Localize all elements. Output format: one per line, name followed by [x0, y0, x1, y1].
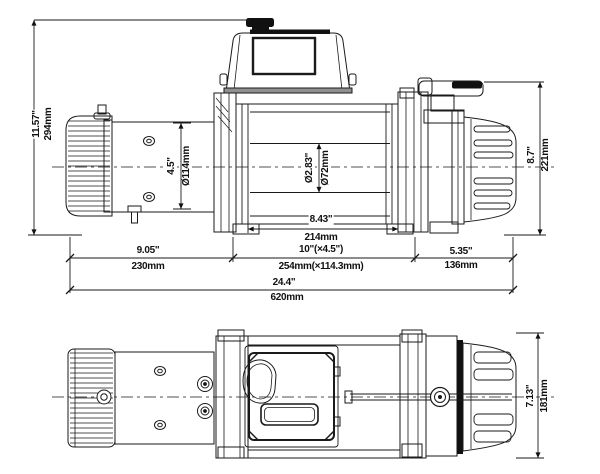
clutch-knob	[246, 18, 274, 27]
motor-end-cap	[65, 104, 113, 217]
left-support-plate	[213, 92, 237, 233]
clutch-handle	[418, 80, 484, 97]
dim-height-to-clutch	[484, 81, 546, 236]
motor-housing	[111, 121, 215, 224]
label-drum-dia-mm: Ø72mm	[320, 149, 331, 187]
control-box-base-strip	[223, 87, 353, 94]
control-box-window	[251, 36, 317, 76]
plan-left-mount-plate	[215, 329, 249, 459]
plan-motor-end-cap	[67, 348, 116, 448]
label-bolt-pattern-mm: 254mm(×114.3mm)	[277, 261, 365, 272]
label-plan-height-mm: 181mm	[539, 378, 550, 414]
label-plan-height-in: 7.13"	[525, 383, 536, 409]
label-bolt-pattern-in: 10"(×4.5")	[297, 244, 345, 255]
label-drum-length-mm: 214mm	[303, 232, 339, 243]
dim-drum-length	[247, 221, 399, 233]
label-drum-dia-in: Ø2.83"	[304, 151, 315, 185]
gearbox-housing	[451, 110, 517, 225]
hand-slot	[260, 403, 319, 426]
rope-drum	[235, 103, 399, 225]
plan-clutch-shaft	[344, 386, 512, 408]
label-drum-length-in: 8.43"	[308, 214, 334, 225]
tie-rod-bolt-top	[97, 104, 107, 115]
motor-terminals	[197, 376, 213, 419]
dimension-lines	[28, 19, 546, 459]
clutch-knob-stem	[252, 26, 269, 33]
dim-motor-diameter	[173, 122, 191, 210]
control-box	[219, 18, 357, 94]
clutch-cam-opening	[242, 359, 277, 404]
plan-drum-tube	[248, 335, 400, 459]
dim-overall-height	[28, 19, 250, 236]
label-gearbox-section-mm: 136mm	[443, 260, 479, 271]
label-overall-height-in: 11.57"	[31, 109, 42, 139]
label-motor-section-in: 9.05"	[135, 245, 161, 256]
label-gearbox-section-in: 5.35"	[448, 246, 474, 257]
label-motor-dia-mm: Ø114mm	[181, 145, 192, 187]
plan-view	[52, 329, 556, 459]
plan-tie-frame	[242, 345, 341, 448]
label-motor-section-mm: 230mm	[130, 261, 166, 272]
label-clutch-height-in: 8.7"	[526, 145, 537, 165]
drain-bolt	[127, 205, 142, 213]
label-overall-length-in: 24.4"	[271, 277, 297, 288]
clutch-lever	[417, 77, 484, 124]
side-view	[52, 18, 556, 235]
label-overall-length-mm: 620mm	[269, 292, 305, 303]
gearbox-ribs	[473, 125, 514, 210]
label-motor-dia-in: 4.5"	[166, 156, 177, 176]
dim-section-row	[65, 237, 518, 293]
plan-motor-housing	[114, 351, 215, 445]
label-overall-height-mm: 294mm	[43, 106, 54, 142]
label-clutch-height-mm: 221mm	[540, 137, 551, 173]
dim-overall-length	[65, 285, 518, 295]
dim-plan-height	[516, 332, 544, 459]
control-box-top-strip	[250, 29, 330, 34]
plan-gearbox	[425, 335, 517, 457]
